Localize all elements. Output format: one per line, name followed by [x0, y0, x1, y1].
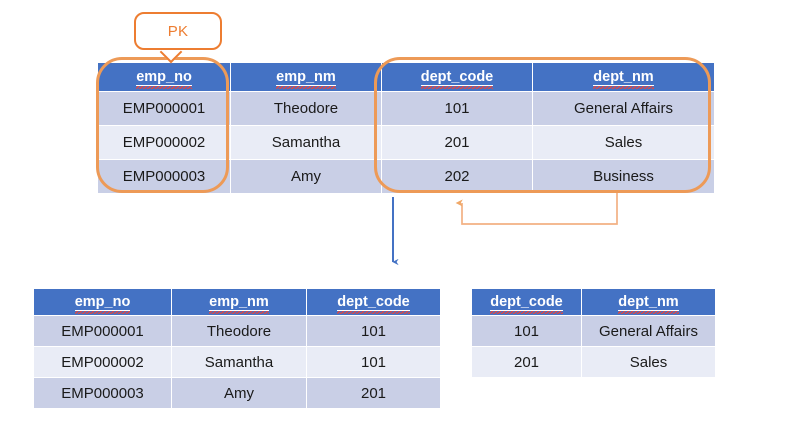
table-header-row: emp_no emp_nm dept_code [33, 288, 441, 316]
pk-callout-tail-mask [150, 40, 194, 47]
column-header-dept-code: dept_code [381, 62, 533, 92]
cell-dept-nm: Sales [532, 125, 715, 160]
column-header-dept-nm: dept_nm [532, 62, 715, 92]
column-header-dept-code: dept_code [471, 288, 582, 316]
column-header-emp-no: emp_no [33, 288, 172, 316]
cell-emp-nm: Amy [230, 159, 382, 194]
pk-callout-label: PK [167, 22, 189, 40]
employee-table: emp_no emp_nm dept_code EMP000001 Theodo… [33, 288, 441, 409]
cell-dept-code: 201 [471, 346, 582, 378]
cell-dept-nm: Business [532, 159, 715, 194]
column-header-dept-code: dept_code [306, 288, 441, 316]
cell-emp-nm: Theodore [171, 315, 307, 347]
cell-emp-no: EMP000001 [97, 91, 231, 126]
table-row: EMP000001 Theodore 101 [33, 315, 441, 347]
table-row: EMP000003 Amy 202 Business [97, 159, 715, 194]
cell-dept-nm: General Affairs [532, 91, 715, 126]
table-row: 101 General Affairs [471, 315, 716, 347]
arrow-up-bracket-icon [455, 193, 618, 225]
cell-dept-code: 201 [306, 377, 441, 409]
cell-emp-nm: Samantha [230, 125, 382, 160]
table-row: EMP000003 Amy 201 [33, 377, 441, 409]
cell-emp-no: EMP000002 [97, 125, 231, 160]
table-row: EMP000001 Theodore 101 General Affairs [97, 91, 715, 126]
column-header-emp-no: emp_no [97, 62, 231, 92]
cell-emp-no: EMP000002 [33, 346, 172, 378]
cell-emp-no: EMP000003 [97, 159, 231, 194]
cell-dept-code: 101 [471, 315, 582, 347]
column-header-emp-nm: emp_nm [230, 62, 382, 92]
cell-emp-nm: Amy [171, 377, 307, 409]
cell-emp-no: EMP000003 [33, 377, 172, 409]
table-row: EMP000002 Samantha 101 [33, 346, 441, 378]
cell-dept-code: 202 [381, 159, 533, 194]
column-header-dept-nm: dept_nm [581, 288, 716, 316]
cell-emp-nm: Samantha [171, 346, 307, 378]
table-header-row: dept_code dept_nm [471, 288, 716, 316]
cell-dept-code: 101 [381, 91, 533, 126]
department-table: dept_code dept_nm 101 General Affairs 20… [471, 288, 716, 378]
cell-dept-code: 101 [306, 315, 441, 347]
source-table: emp_no emp_nm dept_code dept_nm EMP00000… [97, 62, 715, 194]
table-row: EMP000002 Samantha 201 Sales [97, 125, 715, 160]
cell-dept-code: 201 [381, 125, 533, 160]
table-row: 201 Sales [471, 346, 716, 378]
cell-dept-nm: General Affairs [581, 315, 716, 347]
cell-dept-nm: Sales [581, 346, 716, 378]
cell-emp-nm: Theodore [230, 91, 382, 126]
cell-emp-no: EMP000001 [33, 315, 172, 347]
table-header-row: emp_no emp_nm dept_code dept_nm [97, 62, 715, 92]
column-header-emp-nm: emp_nm [171, 288, 307, 316]
cell-dept-code: 101 [306, 346, 441, 378]
